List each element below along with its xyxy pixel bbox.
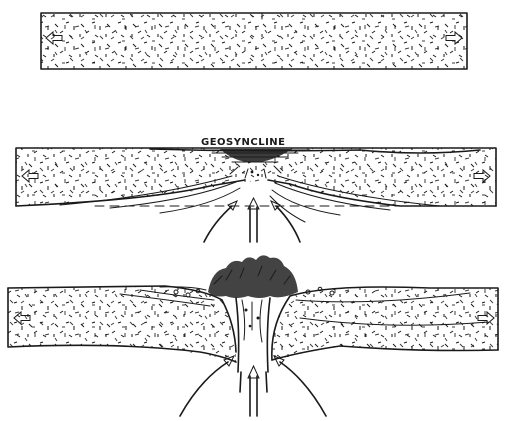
stage-2-upwelling-arrows-icon: [204, 198, 300, 242]
stage-3-left-crust-block: [8, 284, 238, 364]
stage-3-right-crust-block: [268, 284, 500, 364]
stage-1-crust-block: [41, 13, 467, 69]
stage-3-upwelling-arrows-icon: [180, 356, 326, 416]
geosyncline-label: GEOSYNCLINE: [201, 137, 285, 148]
